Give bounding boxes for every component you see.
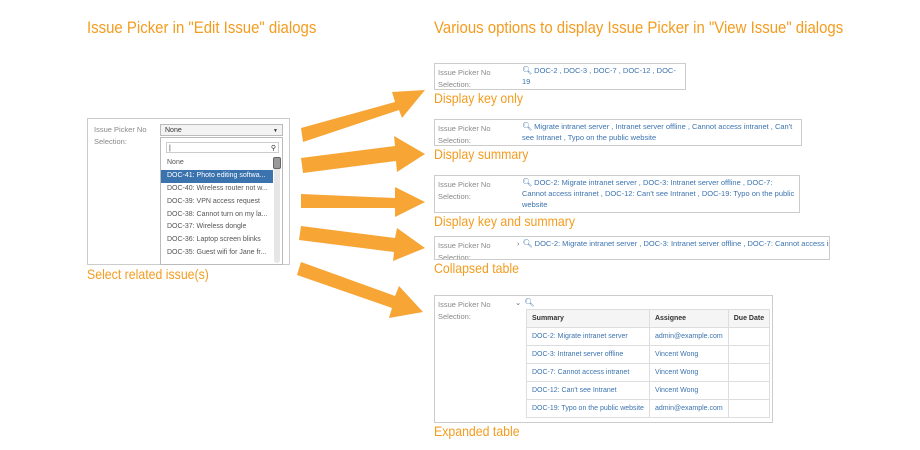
arrows bbox=[297, 90, 425, 318]
col-assignee: Assignee bbox=[648, 309, 729, 328]
chevron-down-icon[interactable]: ⌄ bbox=[515, 298, 522, 307]
option-item[interactable]: DOC-40: Wireless router not w... bbox=[167, 184, 268, 192]
arrow-expanded bbox=[297, 262, 423, 318]
expanded-group: Issue Picker No Selection: ⌄🔍︎ Summary A… bbox=[434, 295, 773, 439]
summary-panel: Issue Picker No Selection: 🔍︎Migrate int… bbox=[434, 119, 802, 146]
expanded-caption: Expanded table bbox=[434, 423, 520, 439]
select-caption: Select related issue(s) bbox=[87, 266, 209, 282]
chevron-right-icon[interactable]: › bbox=[517, 239, 520, 248]
arrow-key-only bbox=[301, 90, 425, 142]
key-summary-group: Issue Picker No Selection: 🔍︎DOC-2: Migr… bbox=[434, 175, 800, 229]
field-label: Issue Picker No Selection: bbox=[438, 180, 491, 201]
scrollbar[interactable] bbox=[273, 157, 281, 263]
issue-table: Summary Assignee Due Date DOC-2: Migrate… bbox=[526, 309, 771, 418]
option-item[interactable]: None bbox=[167, 159, 184, 166]
option-item[interactable]: DOC-41: Photo editing softwa... bbox=[161, 169, 273, 183]
key-summary-panel: Issue Picker No Selection: 🔍︎DOC-2: Migr… bbox=[434, 175, 800, 213]
collapsed-panel: Issue Picker No Selection: ›🔍︎DOC-2: Mig… bbox=[434, 236, 830, 260]
collapsed-value[interactable]: DOC-2: Migrate intranet server , DOC-3: … bbox=[534, 239, 830, 248]
col-summary: Summary bbox=[526, 309, 650, 328]
due-date-cell bbox=[727, 327, 771, 346]
search-icon[interactable]: 🔍︎ bbox=[522, 66, 533, 75]
field-label: Issue Picker No Selection: bbox=[438, 300, 491, 321]
assignee-cell[interactable]: Vincent Wong bbox=[648, 345, 729, 364]
chevron-down-icon: ▼ bbox=[273, 128, 278, 134]
due-date-cell bbox=[727, 345, 771, 364]
field-label: Issue Picker No Selection: bbox=[438, 124, 491, 145]
search-icon[interactable]: 🔍︎ bbox=[522, 239, 533, 248]
summary-value[interactable]: Migrate intranet server , Intranet serve… bbox=[522, 122, 793, 142]
assignee-cell[interactable]: admin@example.com bbox=[648, 327, 729, 346]
assignee-cell[interactable]: admin@example.com bbox=[648, 399, 729, 418]
key-only-value[interactable]: DOC-2 , DOC-3 , DOC-7 , DOC-12 , DOC-19 bbox=[522, 66, 676, 86]
assignee-cell[interactable]: Vincent Wong bbox=[648, 381, 729, 400]
key-only-group: Issue Picker No Selection: 🔍︎DOC-2 , DOC… bbox=[434, 63, 686, 106]
summary-cell[interactable]: DOC-12: Can't see Intranet bbox=[526, 381, 650, 400]
summary-group: Issue Picker No Selection: 🔍︎Migrate int… bbox=[434, 119, 802, 162]
option-item[interactable]: DOC-39: VPN access request bbox=[167, 197, 260, 205]
edit-field-panel: Issue Picker No Selection: None▼ |⚲ None… bbox=[87, 118, 290, 265]
col-due-date: Due Date bbox=[727, 309, 771, 328]
view-heading: Various options to display Issue Picker … bbox=[434, 18, 844, 37]
key-only-caption: Display key only bbox=[434, 90, 524, 106]
search-icon[interactable]: 🔍︎ bbox=[524, 298, 535, 307]
field-label: Issue Picker No Selection: bbox=[438, 241, 491, 260]
assignee-cell[interactable]: Vincent Wong bbox=[648, 363, 729, 382]
summary-cell[interactable]: DOC-7: Cannot access intranet bbox=[526, 363, 650, 382]
summary-cell[interactable]: DOC-2: Migrate intranet server bbox=[526, 327, 650, 346]
option-item[interactable]: DOC-37: Wireless dongle bbox=[167, 223, 247, 231]
search-icon[interactable]: 🔍︎ bbox=[522, 178, 533, 187]
option-item[interactable]: DOC-36: Laptop screen blinks bbox=[167, 236, 261, 244]
arrow-summary bbox=[301, 136, 425, 173]
search-value: | bbox=[169, 145, 171, 152]
summary-cell[interactable]: DOC-19: Typo on the public website bbox=[526, 399, 650, 418]
field-label: Issue Picker No Selection: bbox=[94, 125, 147, 146]
scrollbar-thumb[interactable] bbox=[273, 157, 281, 169]
field-label: Issue Picker No Selection: bbox=[438, 68, 491, 89]
key-summary-caption: Display key and summary bbox=[434, 213, 576, 229]
search-icon[interactable]: 🔍︎ bbox=[522, 122, 533, 131]
search-icon: ⚲ bbox=[270, 145, 276, 152]
search-input[interactable]: |⚲ bbox=[166, 142, 279, 153]
arrow-key-summary bbox=[301, 187, 425, 217]
option-item[interactable]: DOC-38: Cannot turn on my la... bbox=[167, 210, 268, 218]
due-date-cell bbox=[727, 363, 771, 382]
edit-heading: Issue Picker in "Edit Issue" dialogs bbox=[87, 18, 317, 37]
option-item[interactable]: DOC-35: Guest wifi for Jane fr... bbox=[167, 249, 267, 257]
expanded-panel: Issue Picker No Selection: ⌄🔍︎ Summary A… bbox=[434, 295, 773, 423]
due-date-cell bbox=[727, 381, 771, 400]
summary-cell[interactable]: DOC-3: Intranet server offline bbox=[526, 345, 650, 364]
arrow-collapsed bbox=[299, 226, 425, 261]
due-date-cell bbox=[727, 399, 771, 418]
collapsed-caption: Collapsed table bbox=[434, 260, 519, 276]
collapsed-group: Issue Picker No Selection: ›🔍︎DOC-2: Mig… bbox=[434, 236, 830, 276]
select-value: None bbox=[165, 127, 182, 134]
key-only-panel: Issue Picker No Selection: 🔍︎DOC-2 , DOC… bbox=[434, 63, 686, 90]
issue-select[interactable]: None ▼ bbox=[160, 124, 283, 136]
summary-caption: Display summary bbox=[434, 146, 529, 162]
key-summary-value[interactable]: DOC-2: Migrate intranet server , DOC-3: … bbox=[522, 178, 795, 209]
